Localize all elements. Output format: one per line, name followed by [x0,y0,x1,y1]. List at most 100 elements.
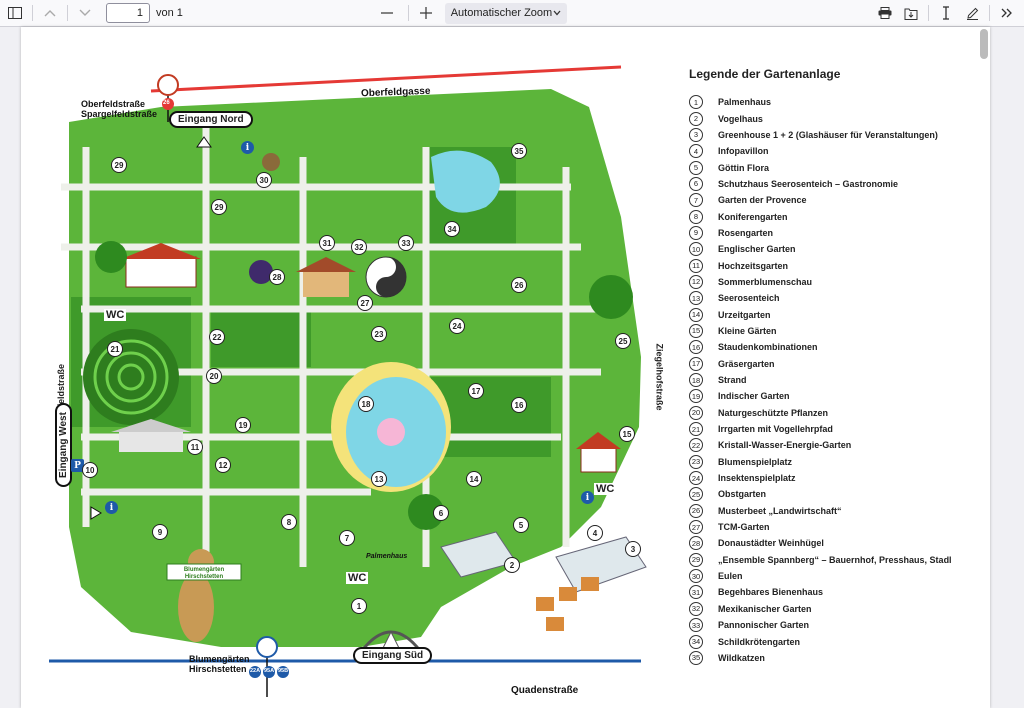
area-marker[interactable]: 7 [339,530,355,546]
legend-item-label: Infopavillon [718,146,769,157]
legend-item-number: 30 [689,569,703,584]
area-marker[interactable]: 8 [281,514,297,530]
directional-sign: Blumengärten Hirschstetten [183,567,225,580]
legend-item-number: 29 [689,552,703,567]
zoom-out-icon[interactable] [374,2,400,24]
area-marker[interactable]: 15 [619,426,635,442]
area-marker[interactable]: 16 [511,397,527,413]
area-marker[interactable]: 26 [511,277,527,293]
legend-item-label: Sommerblumenschau [718,276,813,287]
next-page-icon[interactable] [72,2,98,24]
legend-item-label: Vogelhaus [718,113,763,124]
legend-item-label: Staudenkombinationen [718,342,818,353]
area-marker[interactable]: 30 [256,172,272,188]
area-marker[interactable]: 1 [351,598,367,614]
area-marker[interactable]: 3 [625,541,641,557]
legend-item-number: 31 [689,585,703,600]
legend-item-label: Begehbares Bienenhaus [718,587,824,598]
area-marker[interactable]: 13 [371,471,387,487]
map-illustration [49,65,647,697]
more-tools-icon[interactable] [994,2,1020,24]
wc-marker: WC [346,572,369,584]
area-marker[interactable]: 22 [209,329,225,345]
legend-item-label: Blumenspielplatz [718,456,793,467]
legend-item-number: 28 [689,536,703,551]
area-marker[interactable]: 32 [351,239,367,255]
area-marker[interactable]: 29 [111,157,127,173]
info-icon: i [581,491,594,504]
area-marker[interactable]: 2 [504,557,520,573]
area-marker[interactable]: 17 [468,383,484,399]
vertical-scrollbar[interactable] [980,29,988,59]
area-marker[interactable]: 5 [513,517,529,533]
legend-item-label: Kleine Gärten [718,325,777,336]
legend-item-number: 32 [689,601,703,616]
legend-item-label: Insektenspielplatz [718,473,796,484]
area-marker[interactable]: 23 [371,326,387,342]
area-marker[interactable]: 12 [215,457,231,473]
street-label-oberfeldstrasse: Oberfeldstraße [81,99,146,109]
area-marker[interactable]: 14 [466,471,482,487]
bus-line-26: 26 [163,100,170,106]
area-marker[interactable]: 10 [82,462,98,478]
bus-line-95b: 95B [278,668,289,674]
area-marker[interactable]: 33 [398,235,414,251]
area-marker[interactable]: 11 [187,439,203,455]
area-marker[interactable]: 18 [358,396,374,412]
toolbar-divider [928,5,929,21]
area-marker[interactable]: 4 [587,525,603,541]
area-marker[interactable]: 28 [269,269,285,285]
text-tool-icon[interactable] [933,2,959,24]
page-number-input[interactable]: 1 [106,3,150,23]
previous-page-icon[interactable] [37,2,63,24]
zoom-in-icon[interactable] [413,2,439,24]
entrance-north-label: Eingang Nord [169,111,253,128]
print-icon[interactable] [872,2,898,24]
info-icon: i [241,141,254,154]
legend-item-number: 11 [689,258,703,273]
save-icon[interactable] [898,2,924,24]
area-marker[interactable]: 21 [107,341,123,357]
toolbar-divider [67,5,68,21]
area-marker[interactable]: 31 [319,235,335,251]
area-marker[interactable]: 35 [511,143,527,159]
zoom-select[interactable]: Automatischer Zoom [444,2,567,24]
area-marker[interactable]: 29 [211,199,227,215]
area-marker[interactable]: 6 [433,505,449,521]
entrance-west-label: Eingang West [55,403,72,487]
area-marker[interactable]: 24 [449,318,465,334]
legend-item-number: 7 [689,193,703,208]
legend-item-number: 20 [689,405,703,420]
document-viewer[interactable]: Oberfeldstraße Spargelfeldstraße Oberfel… [0,27,1024,708]
page-count-label: von 1 [156,7,183,19]
sidebar-toggle-icon[interactable] [2,2,28,24]
legend-item-label: Pannonischer Garten [718,620,810,631]
area-marker[interactable]: 27 [357,295,373,311]
wc-marker: WC [594,483,617,495]
legend-item-number: 21 [689,422,703,437]
draw-tool-icon[interactable] [959,2,985,24]
area-marker[interactable]: 34 [444,221,460,237]
legend-item-number: 15 [689,323,703,338]
legend-item-number: 1 [689,95,703,110]
area-marker[interactable]: 19 [235,417,251,433]
area-marker[interactable]: 25 [615,333,631,349]
area-marker[interactable]: 9 [152,524,168,540]
area-marker[interactable]: 20 [206,368,222,384]
legend-item-number: 17 [689,356,703,371]
